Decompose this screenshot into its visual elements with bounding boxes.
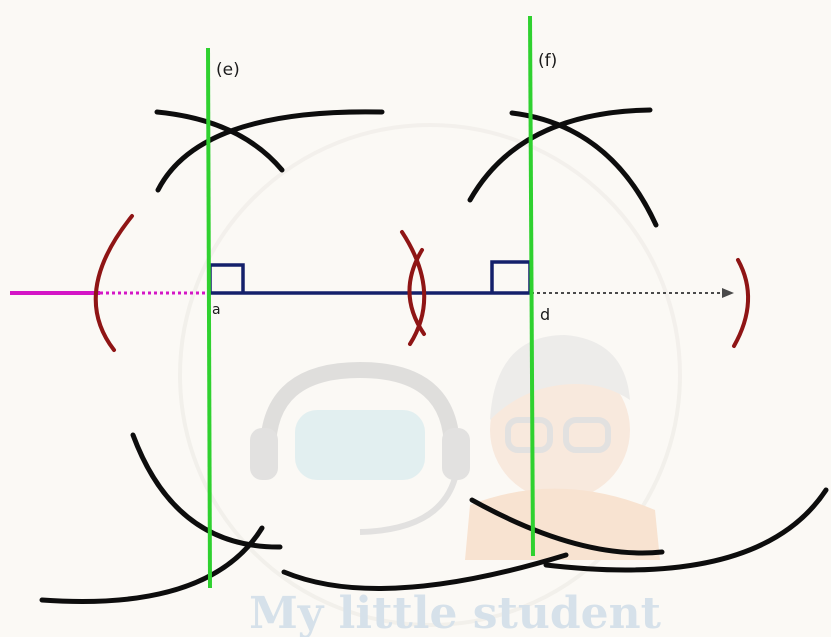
arc-black-bottom-left-1 xyxy=(130,432,283,550)
arc-black-top-right-1 xyxy=(509,110,659,228)
perpendicular-line-f xyxy=(528,15,535,557)
perpendicular-line-e xyxy=(206,47,212,589)
label-point-a: a xyxy=(212,302,221,318)
arc-black-bottom-right-1 xyxy=(469,497,665,556)
student-avatar-icon xyxy=(465,335,660,560)
right-angle-marker-a xyxy=(208,263,245,293)
watermark-ring xyxy=(178,123,682,627)
arc-red-middle-left xyxy=(400,230,427,346)
label-line-f: (f) xyxy=(538,51,557,71)
watermark-text: My little student xyxy=(249,588,662,637)
arc-red-right xyxy=(732,258,750,348)
arrowhead-right xyxy=(722,288,734,298)
label-line-e: (e) xyxy=(216,60,240,80)
arc-black-top-left-2 xyxy=(155,109,385,193)
arc-black-bottom-left-2 xyxy=(39,525,265,604)
label-point-d: d xyxy=(540,305,550,324)
arc-red-left xyxy=(93,214,134,352)
headset-icon xyxy=(250,361,470,535)
right-angle-marker-d xyxy=(490,260,532,293)
arc-black-bottom-right-2 xyxy=(543,487,829,573)
arc-red-middle-right xyxy=(407,248,426,336)
arc-black-bottom-middle xyxy=(281,552,569,591)
watermark: My little student xyxy=(178,123,682,637)
arc-black-top-right-2 xyxy=(467,107,653,203)
